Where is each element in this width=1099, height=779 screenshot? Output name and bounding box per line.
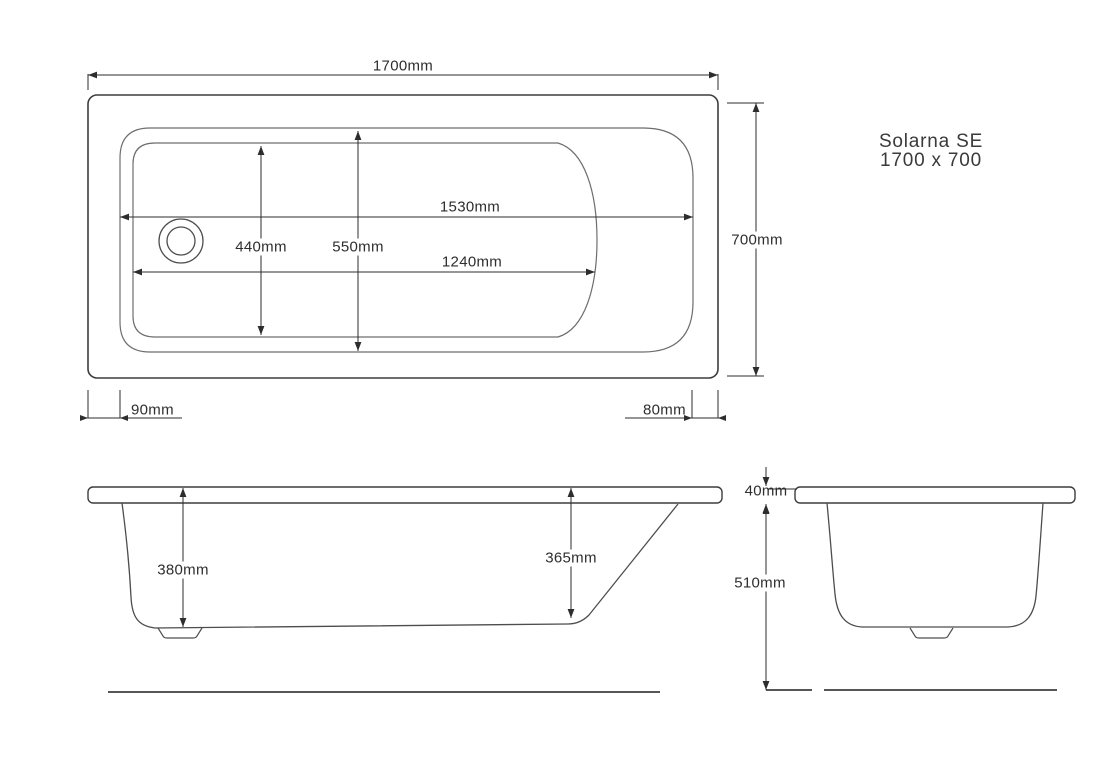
product-title: Solarna SE <box>878 131 984 152</box>
dimension-label-90: 90mm <box>131 401 174 419</box>
plan-basin-floor-outline <box>132 142 598 338</box>
plan-outer-rim-outline <box>87 94 719 379</box>
dimension-label-380: 380mm <box>153 561 213 579</box>
end-body-outline <box>826 502 1044 628</box>
product-size: 1700 x 700 <box>879 150 983 171</box>
dimension-label-1530: 1530mm <box>439 198 501 216</box>
plan-inner-rim-outline <box>119 127 694 353</box>
dimension-extension-90 <box>87 390 121 418</box>
side-rim-outline <box>87 486 723 504</box>
side-view-drawing <box>87 486 723 693</box>
dimension-label-40: 40mm <box>744 482 788 500</box>
end-view-drawing <box>762 467 1076 691</box>
dimension-label-1240: 1240mm <box>441 253 503 271</box>
dimension-label-1700: 1700mm <box>372 57 434 75</box>
side-foot-pad-outline <box>157 627 203 639</box>
dimension-label-700: 700mm <box>727 231 787 249</box>
top-view-drawing <box>80 71 764 421</box>
dimension-extension-1700 <box>87 74 719 90</box>
side-body-outline <box>121 502 679 629</box>
dimension-label-550: 550mm <box>328 238 388 256</box>
dimension-label-80: 80mm <box>643 401 686 419</box>
end-foot-pad-outline <box>909 627 954 639</box>
waste-outlet-inner-icon <box>166 226 196 256</box>
dimension-label-440: 440mm <box>231 238 291 256</box>
end-rim-outline <box>794 486 1076 504</box>
dimension-label-365: 365mm <box>541 549 601 567</box>
dimension-label-510: 510mm <box>730 574 790 592</box>
dimension-extension-80 <box>691 390 719 418</box>
